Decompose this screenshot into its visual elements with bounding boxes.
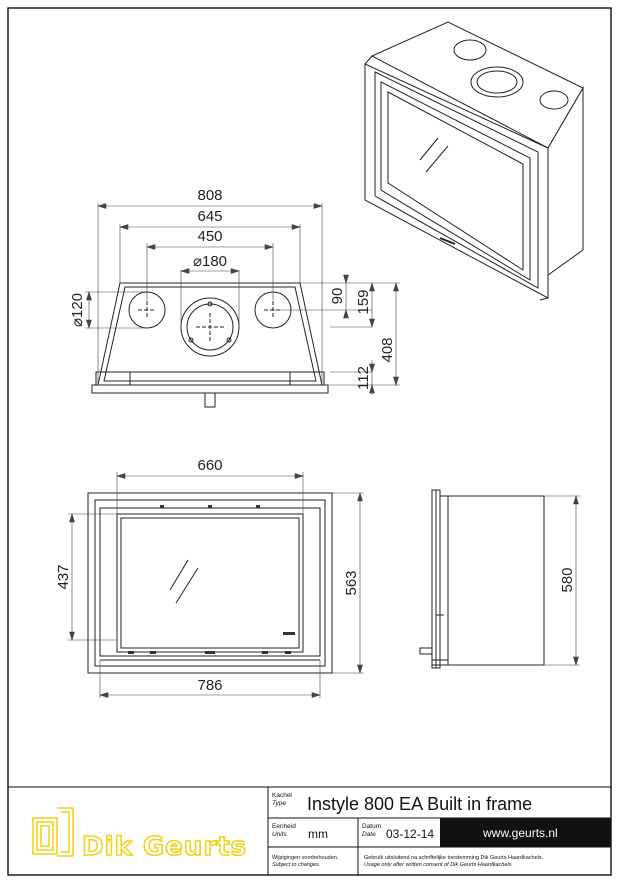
dim-580: 580 <box>559 567 576 592</box>
top-view <box>91 282 329 408</box>
diameter-symbol-120: ⌀ <box>69 318 86 327</box>
product-title: Instyle 800 EA Built in frame <box>307 794 532 814</box>
side-view-dimension-lines <box>544 494 580 667</box>
dim-808: 808 <box>197 187 222 204</box>
dim-120-value: 120 <box>69 293 86 318</box>
dik-geurts-logo: Dik Geurts <box>32 807 247 863</box>
dim-786: 786 <box>197 677 222 694</box>
sheet-border <box>7 7 612 876</box>
date-label-nl: Datum <box>362 823 381 830</box>
dim-450: 450 <box>197 228 222 245</box>
title-block <box>8 786 611 875</box>
dim-112: 112 <box>355 366 372 390</box>
brand-name: Dik Geurts <box>82 832 247 862</box>
note-changes-en: Subject to changes. <box>272 862 320 868</box>
unit-value: mm <box>308 827 328 841</box>
front-view <box>87 492 333 674</box>
type-label-nl: Kachel <box>272 792 292 799</box>
dim-408: 408 <box>379 337 396 362</box>
top-view-dimension-lines <box>85 203 400 395</box>
note-usage-en: Usage only after written consent of Dik … <box>364 862 513 868</box>
logo-emblem <box>32 807 74 857</box>
date-label-en: Date <box>362 831 376 838</box>
side-view <box>419 489 545 669</box>
dim-diameter-120: ⌀120 <box>69 293 86 327</box>
diameter-symbol: ⌀ <box>193 253 202 270</box>
dim-180-value: 180 <box>202 253 227 270</box>
date-value: 03-12-14 <box>386 827 434 841</box>
unit-label-en: Units <box>272 831 288 838</box>
isometric-view <box>364 21 584 301</box>
note-usage-nl: Gebruik uitsluitend na schriftelijke toe… <box>364 855 544 861</box>
dim-645: 645 <box>197 208 222 225</box>
type-label-en: Type <box>272 800 286 807</box>
website-link[interactable]: www.geurts.nl <box>482 826 558 840</box>
note-changes-nl: Wijzigingen voorbehouden. <box>272 855 339 861</box>
unit-label-nl: Eenheid <box>272 823 296 830</box>
dim-diameter-180: ⌀180 <box>193 253 227 270</box>
dim-159: 159 <box>355 289 372 314</box>
dim-563: 563 <box>343 570 360 595</box>
dim-437: 437 <box>55 564 72 589</box>
dim-660: 660 <box>197 457 222 474</box>
dim-90: 90 <box>329 288 346 305</box>
front-view-dimension-lines <box>68 472 364 698</box>
